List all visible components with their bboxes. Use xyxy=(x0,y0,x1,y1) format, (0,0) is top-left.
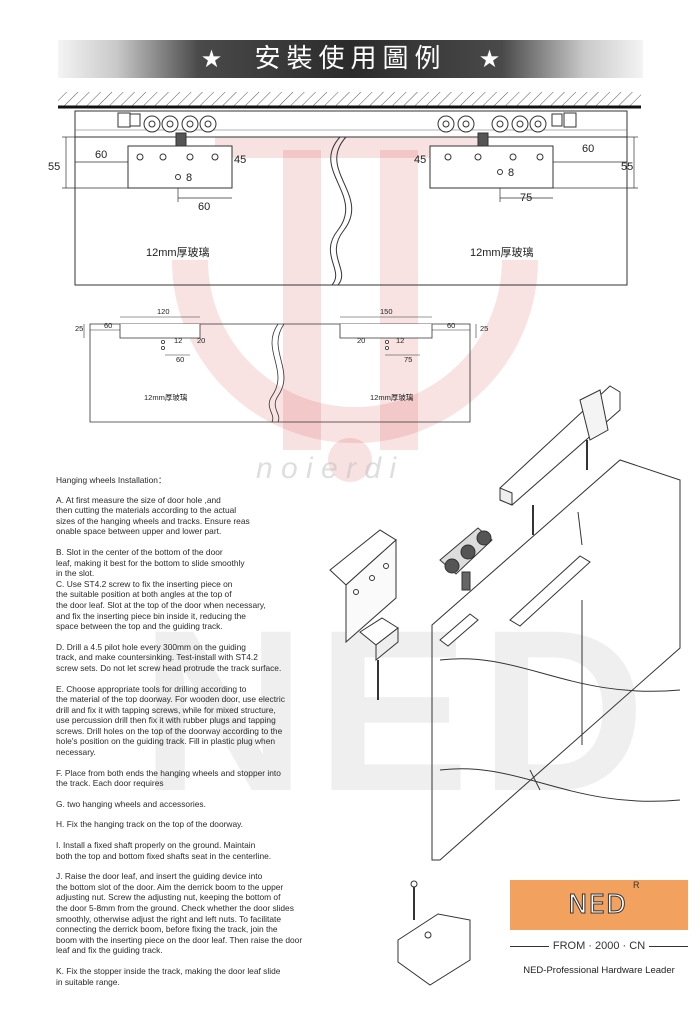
step-e: E. Choose appropriate tools for drilling… xyxy=(56,683,285,758)
star-right-icon: ★ xyxy=(478,45,501,73)
small-dim-25-right: 25 xyxy=(480,324,488,333)
small-glass-label-right: 12mm厚玻璃 xyxy=(370,392,414,402)
small-dim-60-right: 60 xyxy=(447,321,455,330)
step-g: G. two hanging wheels and accessories. xyxy=(56,798,206,809)
small-glass-label-left: 12mm厚玻璃 xyxy=(144,392,188,402)
brand-from-text: FROM · 2000 · CN xyxy=(548,940,650,952)
left-fitting-plate xyxy=(127,145,233,189)
dim-8-right: 8 xyxy=(508,167,514,179)
dim-8-left: 8 xyxy=(186,172,192,184)
instructions-heading: Hanging wheels Installation： xyxy=(56,475,167,485)
step-j: J. Raise the door leaf, and insert the g… xyxy=(56,871,303,956)
glass-break xyxy=(329,136,347,286)
brand-box xyxy=(510,880,688,930)
step-d: D. Drill a 4.5 pilot hole every 300mm on… xyxy=(56,641,282,673)
left-wheel-assembly-icon xyxy=(117,112,217,148)
door-glass xyxy=(431,459,681,861)
brand-from: FROM · 2000 · CN xyxy=(510,940,688,952)
brand-tagline: NED-Professional Hardware Leader xyxy=(523,965,675,976)
registered-mark: R xyxy=(633,880,640,890)
step-h: H. Fix the hanging track on the top of t… xyxy=(56,819,243,830)
dim-55-left: 55 xyxy=(48,161,60,173)
step-b-c: B. Slot in the center of the bottom of t… xyxy=(56,546,266,632)
title-banner: ★ 安裝使用圖例 ★ xyxy=(58,40,643,78)
glass-label-right: 12mm厚玻璃 xyxy=(470,245,534,259)
glass-panel-top xyxy=(74,137,628,286)
dim-45-left: 45 xyxy=(234,154,246,166)
small-dim-60-top-left: 60 xyxy=(104,321,112,330)
small-dim-25-left: 25 xyxy=(75,324,83,333)
dim-60-left: 60 xyxy=(95,149,107,161)
top-diagram: 55 60 45 8 60 45 8 60 55 75 12mm厚玻璃 12mm… xyxy=(48,92,641,286)
ceiling-hatch xyxy=(58,92,641,106)
dim-75: 75 xyxy=(520,192,532,204)
small-dim-120: 120 xyxy=(157,307,170,316)
small-dim-75: 75 xyxy=(404,355,412,364)
right-fitting-plate xyxy=(429,145,554,189)
small-dim-12-right: 12 xyxy=(396,336,404,345)
dim-55-right: 55 xyxy=(621,161,633,173)
small-dim-60-bottom-left: 60 xyxy=(176,355,184,364)
small-diagram: 120 25 60 12 20 60 150 20 12 75 60 25 12… xyxy=(75,307,488,423)
small-dim-20-left: 20 xyxy=(197,336,205,345)
dim-60-right: 60 xyxy=(582,143,594,155)
star-left-icon: ★ xyxy=(200,45,223,73)
step-a: A. At first measure the size of door hol… xyxy=(56,494,250,537)
small-dim-12-left: 12 xyxy=(174,336,182,345)
dim-45-right: 45 xyxy=(414,154,426,166)
small-dim-20-right: 20 xyxy=(357,336,365,345)
small-dim-150: 150 xyxy=(380,307,393,316)
glass-label-left: 12mm厚玻璃 xyxy=(146,245,210,259)
step-i: I. Install a fixed shaft properly on the… xyxy=(56,840,272,861)
instructions-block: Hanging wheels Installation： A. At first… xyxy=(56,475,356,997)
page-title: 安裝使用圖例 xyxy=(254,44,447,74)
dim-60-bottom: 60 xyxy=(198,201,210,213)
watermark-script: n o i e r d i xyxy=(256,452,397,485)
brand-logo: NED xyxy=(568,890,627,921)
step-f: F. Place from both ends the hanging whee… xyxy=(56,767,281,789)
step-k: K. Fix the stopper inside the track, mak… xyxy=(56,965,281,987)
